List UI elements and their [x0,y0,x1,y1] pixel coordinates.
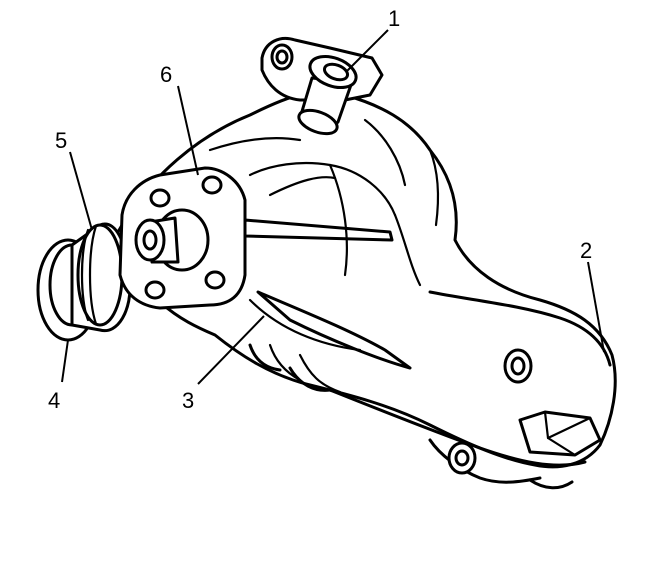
leader-line-2 [587,261,605,353]
leader-line-1 [345,29,389,73]
outlet-bolt-bosses [447,348,533,475]
leader-lines [61,29,605,385]
leader-line-3 [197,315,265,385]
callout-4: 4 [48,388,60,413]
callout-5: 5 [55,128,67,153]
callout-1: 1 [388,6,400,31]
callout-3: 3 [182,388,194,413]
pulley-assembly [36,222,132,342]
hub-flange [118,166,247,310]
leader-line-6 [177,85,199,176]
callout-6: 6 [160,62,172,87]
bypass-pipe [297,54,358,136]
leader-line-4 [61,339,69,383]
callout-labels: 1 2 3 4 5 6 [48,6,592,413]
callout-2: 2 [580,238,592,263]
leader-line-5 [69,151,93,231]
